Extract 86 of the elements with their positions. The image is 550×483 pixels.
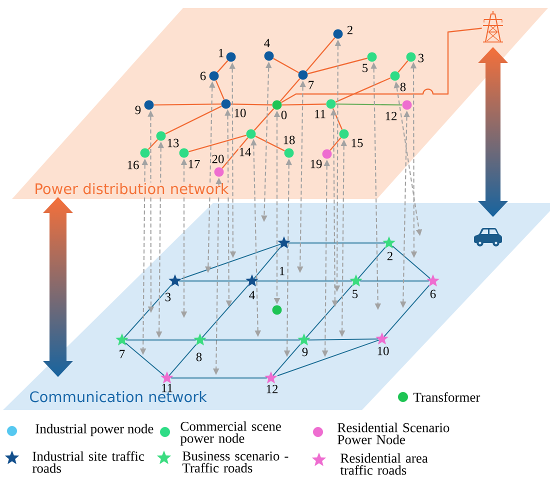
node-dot	[390, 71, 400, 81]
power-line	[280, 28, 482, 104]
car-icon	[474, 228, 502, 246]
power-line	[230, 104, 272, 106]
legend-label: Industrial power node	[36, 424, 154, 436]
node-dot	[144, 100, 154, 110]
road-line	[288, 242, 386, 244]
star-node	[168, 274, 182, 286]
node-dot	[226, 52, 236, 62]
legend-label: Commercial scene power node	[180, 421, 281, 446]
road-line	[308, 338, 378, 340]
star-node	[246, 274, 258, 286]
node-dot	[339, 129, 349, 139]
star-node	[116, 333, 128, 346]
road-line	[277, 340, 380, 376]
power-line	[222, 137, 248, 169]
star-node	[298, 333, 310, 346]
road-line	[168, 344, 197, 376]
power-line	[398, 60, 408, 73]
star-node	[350, 274, 362, 286]
node-dot	[179, 148, 189, 158]
node-dot	[264, 51, 274, 61]
star-node	[194, 333, 206, 346]
node-dot	[272, 100, 282, 110]
power-line	[282, 104, 326, 106]
road-line	[384, 284, 430, 337]
power-line	[254, 108, 274, 131]
node-dot	[140, 148, 150, 158]
legend-label: Residential Scenario Power Node	[338, 422, 450, 444]
star-node	[382, 236, 396, 248]
road-line	[202, 284, 249, 338]
node-dot	[272, 305, 282, 315]
road-line	[306, 284, 353, 338]
node-dot	[322, 149, 332, 159]
node-dot	[298, 70, 308, 80]
road-line	[256, 280, 352, 282]
legend-label: Residential area traffic roads	[340, 453, 428, 475]
road-line	[125, 342, 165, 376]
node-dot	[333, 29, 343, 39]
road-line	[178, 280, 248, 282]
node-dot	[284, 148, 294, 158]
node-dot	[246, 129, 256, 139]
power-line	[188, 134, 246, 152]
road-line	[272, 344, 301, 376]
legend-label: Industrial site traffic roads	[32, 451, 144, 473]
node-number: 1	[217, 48, 225, 58]
power-line	[148, 139, 158, 150]
node-dot	[402, 100, 412, 110]
power-line	[308, 58, 368, 74]
node-dot	[326, 99, 336, 109]
star-node	[264, 371, 278, 384]
legend-label: Business scenario - Traffic roads	[182, 451, 288, 473]
star-node	[426, 274, 440, 286]
star-node	[160, 371, 174, 384]
power-line	[332, 108, 343, 130]
star-node	[278, 236, 290, 248]
power-line	[273, 58, 299, 74]
node-number: 4	[248, 290, 256, 300]
road-line	[181, 244, 282, 280]
node-number: 2	[346, 25, 354, 35]
road-line	[360, 280, 430, 282]
road-line	[124, 284, 172, 338]
node-dot	[221, 99, 231, 109]
node-dot	[367, 52, 377, 62]
road-line	[358, 247, 386, 279]
legend-label: Transformer	[413, 392, 480, 402]
power-line	[336, 103, 402, 106]
power-line	[255, 136, 285, 152]
power-line	[165, 106, 222, 134]
power-line	[335, 77, 391, 103]
star-node	[376, 332, 388, 344]
node-dot	[406, 52, 416, 62]
power-line	[215, 80, 225, 100]
power-line	[330, 137, 342, 151]
road-line	[392, 246, 431, 279]
node-number: 2	[386, 251, 394, 261]
power-line	[216, 60, 228, 73]
node-dot	[209, 71, 219, 81]
power-line	[306, 37, 336, 72]
node-dot	[214, 167, 224, 177]
power-line	[280, 78, 300, 102]
road-line	[254, 247, 281, 279]
power-line	[154, 103, 222, 106]
node-dot	[156, 131, 166, 141]
node-number: 4	[263, 38, 271, 48]
node-number: 1	[278, 266, 286, 276]
